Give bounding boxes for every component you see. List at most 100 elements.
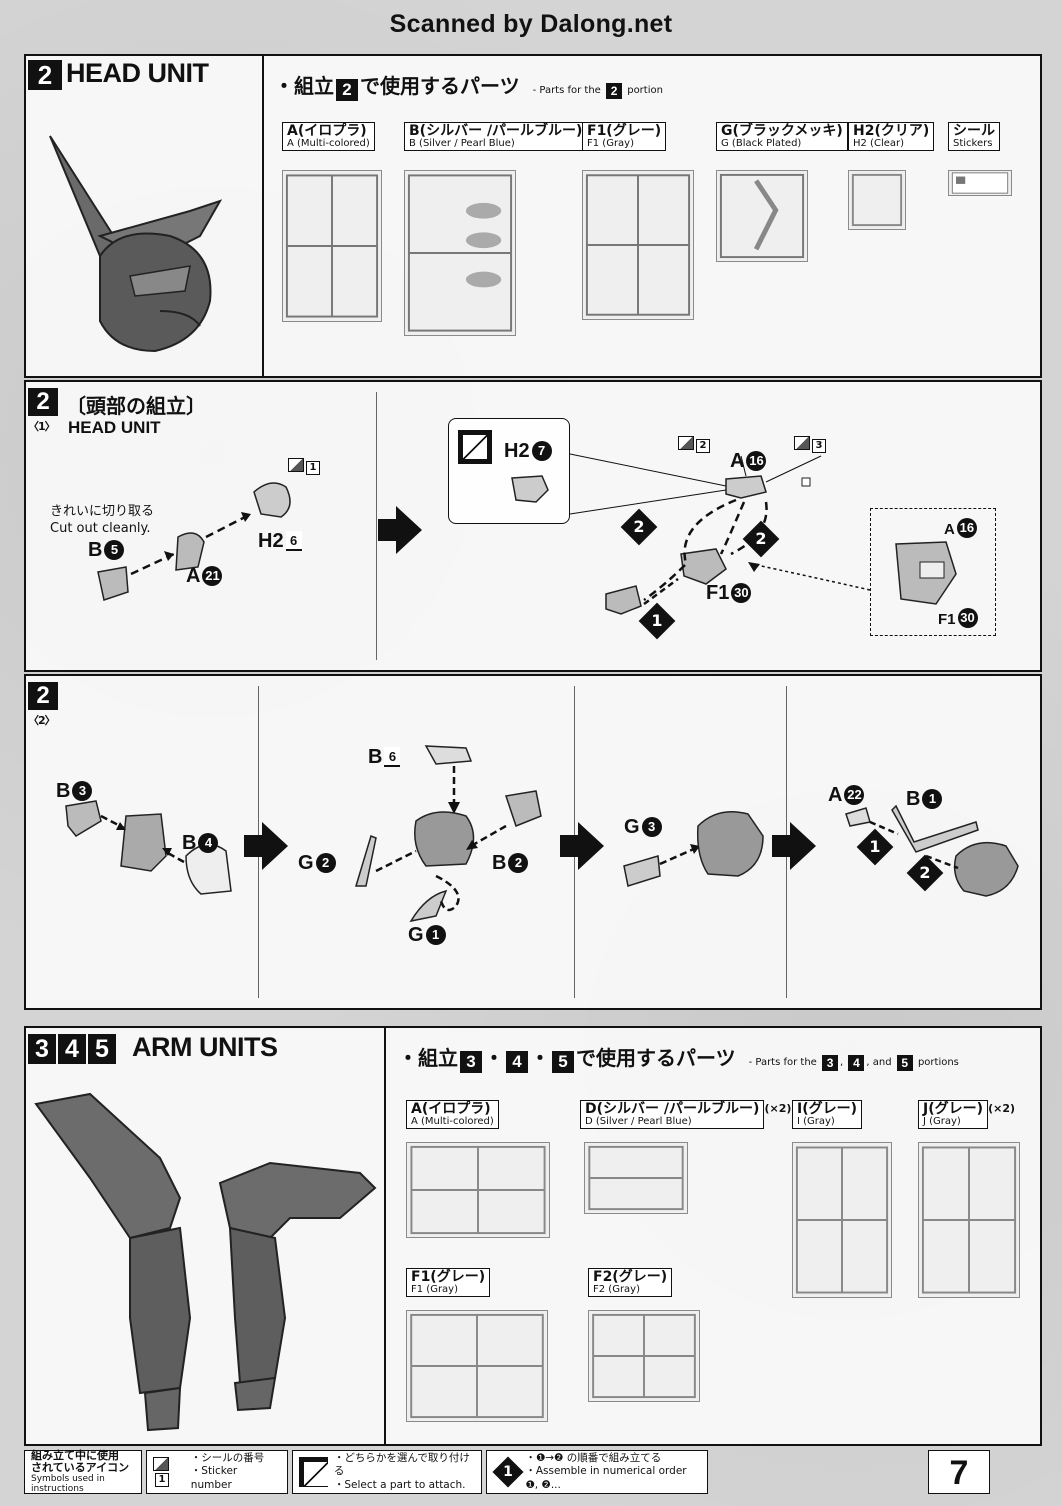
section-title: ARM UNITS — [132, 1032, 278, 1062]
parts-heading-step: 4 — [506, 1051, 528, 1073]
legend-title-jp: されているアイコン — [31, 1461, 130, 1474]
legend-select: ・どちらかを選んで取り付ける・Select a part to attach. — [292, 1450, 482, 1494]
cut-note-jp: きれいに切り取る — [50, 504, 155, 519]
runner-label-en: A (Multi-colored) — [287, 137, 370, 149]
step-number: 2 — [28, 60, 62, 90]
parts-heading-suffix: で使用するパーツ — [360, 74, 520, 98]
step-2-1-left-diagram — [97, 482, 291, 601]
runner-f2-diagram — [588, 1310, 700, 1402]
part-number: 30 — [957, 608, 978, 628]
legend-order: 1 ・❶→❷ の順番で組み立てる・Assemble in numerical o… — [486, 1450, 708, 1494]
part-number: 1 — [922, 789, 943, 809]
runner-label-a: A(イロプラ)A (Multi-colored) — [406, 1100, 499, 1130]
sticker-symbol: 1 — [153, 1457, 185, 1487]
detail-inset-shape — [895, 541, 957, 605]
sticker-icon — [288, 458, 304, 472]
runner-label-en: I (Gray) — [797, 1115, 835, 1127]
part-letter: B — [88, 539, 103, 561]
part-number: 7 — [531, 441, 552, 461]
runner-label-jp: A(イロプラ) — [411, 1101, 491, 1117]
legend-sticker-desc: ・シールの番号・Sticker number — [191, 1452, 281, 1493]
runner-label-jp: F1(グレー) — [411, 1269, 486, 1285]
parts-heading-en: - Parts for the 3, 4, and 5 portions — [749, 1055, 959, 1071]
part-letter: H2 — [258, 530, 284, 552]
part-number: 16 — [746, 451, 767, 471]
runner-label-f1: F1(グレー)F1 (Gray) — [406, 1268, 491, 1298]
runner-label-f2: F2(グレー)F2 (Gray) — [588, 1268, 673, 1298]
part-number: 2 — [508, 853, 529, 873]
runner-label-jp: A(イロプラ) — [287, 123, 367, 139]
part-number: 5 — [104, 540, 125, 560]
parts-heading-en-step: 2 — [606, 83, 623, 99]
part-letter: G — [624, 816, 640, 838]
parts-heading-separator: ・ — [484, 1046, 504, 1070]
parts-heading-suffix: で使用するパーツ — [576, 1046, 736, 1070]
runner-frame-icon — [407, 174, 513, 332]
cut-note: きれいに切り取る Cut out cleanly. — [50, 504, 154, 538]
step-2-1-right-diagram — [569, 453, 822, 615]
sequence-number: 2 — [919, 863, 931, 882]
legend-desc-jp: ・どちらかを選んで取り付ける — [333, 1451, 470, 1478]
part-h27-shape — [511, 475, 549, 503]
part-letter: G — [298, 852, 314, 874]
step-title-en: HEAD UNIT — [68, 418, 161, 437]
step-number: 2 — [28, 388, 58, 416]
part-letter: B — [906, 788, 921, 810]
legend-order-desc: ・❶→❷ の順番で組み立てる・Assemble in numerical ord… — [525, 1452, 701, 1493]
sequence-number: 1 — [869, 837, 881, 856]
legend-desc-jp: ・シールの番号 — [190, 1451, 265, 1464]
sticker-icon — [678, 436, 694, 450]
runner-frame-icon — [592, 1313, 696, 1399]
runner-label-en: Stickers — [953, 137, 993, 149]
sequence-icon: 1 — [492, 1456, 524, 1488]
parts-heading-en-step: 5 — [896, 1055, 913, 1071]
part-letter: A — [944, 521, 955, 538]
sequence-1-icon: 1 — [638, 602, 676, 640]
part-number: 21 — [202, 566, 223, 586]
parts-heading-separator: ・ — [530, 1046, 550, 1070]
parts-heading-step: 2 — [336, 79, 358, 101]
divider — [262, 56, 264, 376]
step-2-2-b-diagram — [354, 745, 542, 923]
runner-frame-icon — [588, 1145, 684, 1211]
part-letter: B — [492, 852, 507, 874]
step-number: 2 — [28, 682, 58, 710]
runner-a-diagram — [406, 1142, 550, 1238]
step-number: 5 — [88, 1034, 116, 1064]
part-number: 2 — [315, 853, 336, 873]
part-letter: B — [56, 780, 71, 802]
cut-note-en: Cut out cleanly. — [50, 520, 151, 536]
runner-label-f1: F1(グレー)F1 (Gray) — [582, 122, 667, 152]
sticker-number: 1 — [155, 1473, 169, 1487]
step-2-2-a-diagram — [65, 800, 232, 895]
step-2-2-c-diagram — [623, 811, 764, 887]
runner-label-en: F1 (Gray) — [411, 1283, 459, 1295]
part-letter: A — [730, 450, 745, 472]
runner-label-en: G (Black Plated) — [721, 137, 802, 149]
select-part-icon — [299, 1457, 328, 1487]
detail-pointer-arrow-icon — [748, 562, 871, 591]
runner-frame-icon — [851, 173, 903, 227]
next-step-arrow-icon — [378, 506, 422, 554]
sequence-number: 2 — [633, 517, 645, 536]
sticker-number: 1 — [306, 461, 320, 475]
runner-g-diagram — [716, 170, 808, 262]
sub-step-label: 2 〈1〉 — [28, 388, 58, 434]
runner-label-en: B (Silver / Pearl Blue) — [409, 137, 515, 149]
sequence-number: 1 — [651, 611, 663, 630]
part-number: 3 — [641, 817, 662, 837]
detail-inset — [870, 508, 996, 636]
runner-label-b: B(シルバー /パールブルー)B (Silver / Pearl Blue) — [404, 122, 588, 152]
next-step-arrow-icon — [560, 822, 604, 870]
